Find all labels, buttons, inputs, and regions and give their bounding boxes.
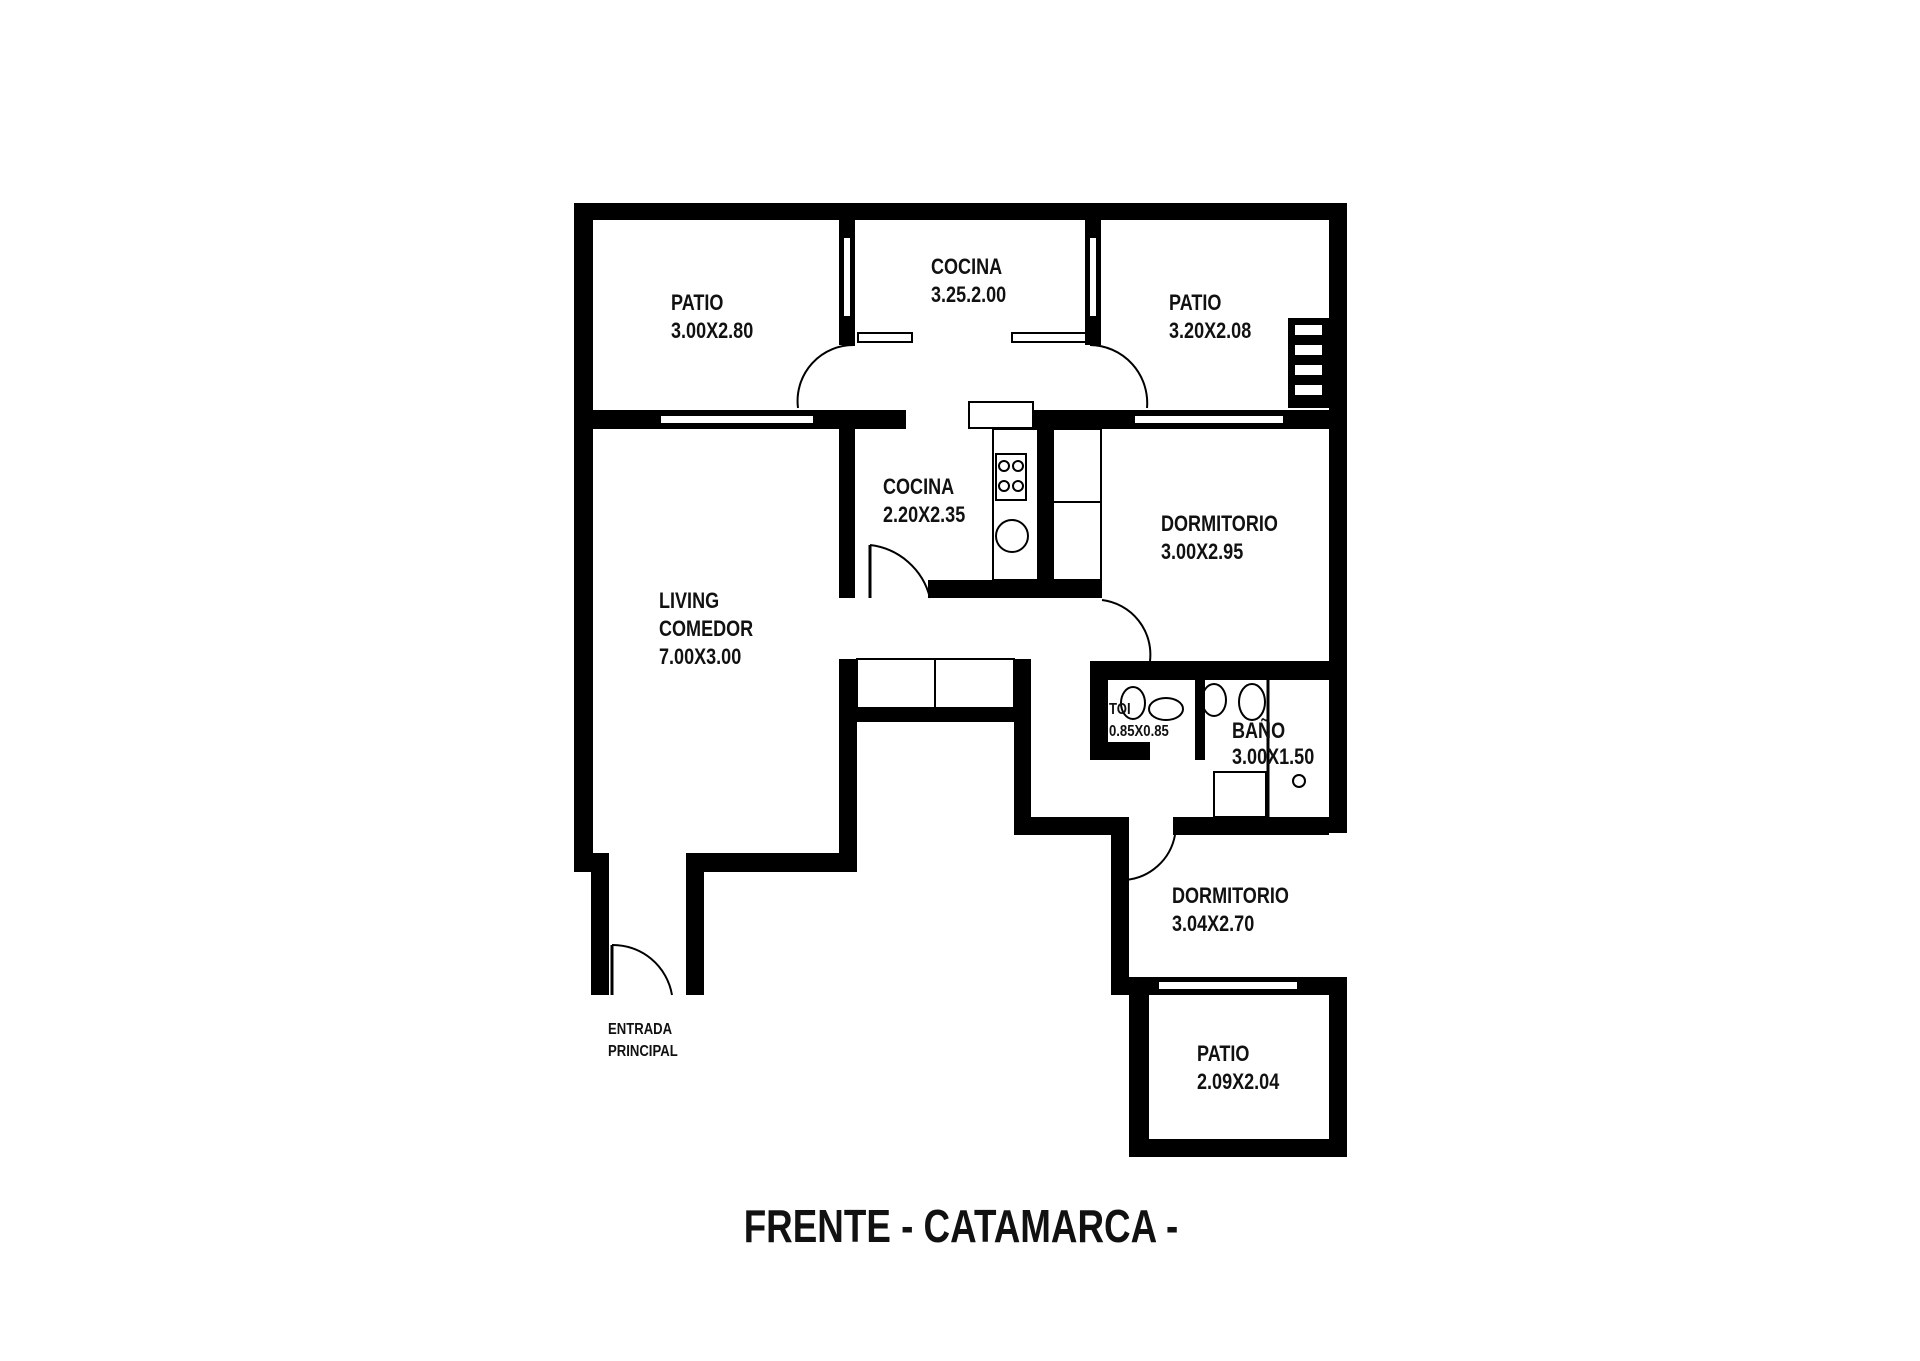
- room-name: PATIO: [671, 291, 723, 315]
- room-dormitorio-1: DORMITORIO 3.00X2.95: [1161, 512, 1278, 564]
- room-size: 3.00X2.95: [1161, 540, 1243, 564]
- entrance-label: ENTRADA PRINCIPAL: [608, 1021, 678, 1060]
- room-name: COMEDOR: [659, 617, 754, 641]
- room-cocina-2: COCINA 2.20X2.35: [883, 475, 965, 527]
- room-name: DORMITORIO: [1161, 512, 1278, 536]
- room-patio-3: PATIO 2.09X2.04: [1197, 1042, 1280, 1094]
- frente-title: FRENTE - CATAMARCA -: [744, 1200, 1179, 1252]
- entrance-line-2: PRINCIPAL: [608, 1043, 678, 1060]
- room-size: 0.85X0.85: [1109, 723, 1169, 740]
- room-size: 2.20X2.35: [883, 503, 965, 527]
- room-size: 3.20X2.08: [1169, 319, 1251, 343]
- room-name: PATIO: [1169, 291, 1221, 315]
- room-name: COCINA: [931, 255, 1002, 279]
- room-name: TOI: [1109, 701, 1131, 718]
- room-name: DORMITORIO: [1172, 884, 1289, 908]
- room-size: 7.00X3.00: [659, 645, 741, 669]
- room-cocina-1: COCINA 3.25.2.00: [931, 255, 1006, 307]
- room-name: COCINA: [883, 475, 954, 499]
- room-size: 3.00X2.80: [671, 319, 753, 343]
- room-name: BAÑO: [1232, 718, 1285, 743]
- room-patio-1: PATIO 3.00X2.80: [671, 291, 753, 343]
- entrance-line-1: ENTRADA: [608, 1021, 673, 1038]
- room-living-comedor: LIVING COMEDOR 7.00X3.00: [659, 589, 754, 669]
- footer: FRENTE - CATAMARCA -: [744, 1200, 1179, 1252]
- room-size: 3.00X1.50: [1232, 745, 1314, 769]
- room-size: 3.04X2.70: [1172, 912, 1254, 936]
- room-size: 3.25.2.00: [931, 283, 1006, 307]
- doors: [610, 343, 1176, 996]
- room-patio-2: PATIO 3.20X2.08: [1169, 291, 1251, 343]
- room-dormitorio-2: DORMITORIO 3.04X2.70: [1172, 884, 1289, 936]
- room-size: 2.09X2.04: [1197, 1070, 1280, 1094]
- windows: [659, 236, 1299, 991]
- room-bano: BAÑO 3.00X1.50: [1232, 718, 1314, 769]
- room-toi: TOI 0.85X0.85: [1109, 701, 1169, 740]
- fixtures: [995, 318, 1329, 818]
- room-name: LIVING: [659, 589, 719, 613]
- room-name: PATIO: [1197, 1042, 1249, 1066]
